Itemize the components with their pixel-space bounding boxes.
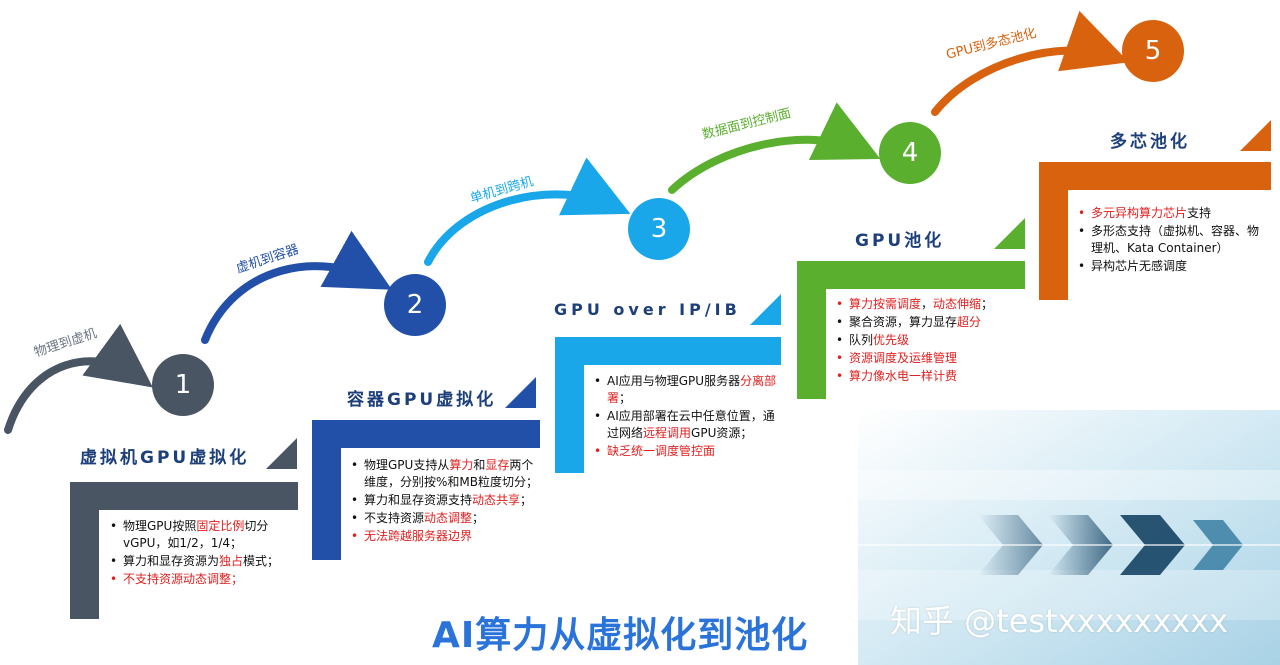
bullet-text: 支持 (1187, 206, 1212, 220)
bullet-text: 聚合资源，算力显存 (849, 315, 958, 329)
highlight-text: 动态调整 (424, 511, 473, 525)
stage-1-title: 虚拟机GPU虚拟化 (80, 448, 250, 468)
bullet-text: ； (520, 493, 533, 507)
highlight-text: 固定比例 (196, 519, 245, 533)
bullet-text: ， (921, 297, 934, 311)
stage-4-corner-triangle (994, 218, 1025, 249)
stage-1-bullet: 算力和显存资源为独占模式； (110, 553, 295, 570)
highlight-text: 资源调度及运维管理 (849, 351, 958, 365)
stage-4-bullets: 算力按需调度，动态伸缩；聚合资源，算力显存超分队列优先级资源调度及运维管理算力像… (836, 296, 1021, 386)
stage-3-number: 3 (628, 198, 690, 260)
stage-2-bullet: 算力和显存资源支持动态共享； (351, 492, 539, 509)
stage-3-bullets: AI应用与物理GPU服务器分离部署；AI应用部署在云中任意位置，通过网络远程调用… (594, 373, 779, 461)
stage-3-bullet: AI应用与物理GPU服务器分离部署； (594, 373, 779, 407)
stage-4-number: 4 (879, 122, 941, 184)
arrow-1 (4, 323, 153, 434)
bullet-text: 切分vGPU，如1/2，1/4； (123, 519, 269, 550)
highlight-text: 算力 (449, 458, 474, 472)
stage-4-title: GPU池化 (855, 231, 945, 251)
stage-4-bullet: 队列优先级 (836, 332, 1021, 349)
stage-5-bullet: 异构芯片无感调度 (1078, 258, 1268, 275)
stage-5-bullet: 多元异构算力芯片支持 (1078, 205, 1268, 222)
stage-2-bullet: 物理GPU支持从算力和显存两个维度，分别按%和MB粒度切分； (351, 457, 539, 491)
highlight-text: 优先级 (873, 333, 910, 347)
bullet-text: 算力和显存资源为 (123, 554, 220, 568)
stage-3-bullet: 缺乏统一调度管控面 (594, 443, 779, 460)
stage-5-bullets: 多元异构算力芯片支持多形态支持（虚拟机、容器、物理机、Kata Containe… (1078, 205, 1268, 276)
stage-3-title: GPU over IP/IB (554, 300, 741, 319)
stage-4-bullet: 聚合资源，算力显存超分 (836, 314, 1021, 331)
bullet-text: ； (619, 391, 632, 405)
bullet-text: 不支持资源 (364, 511, 425, 525)
stage-5-title: 多芯池化 (1110, 132, 1190, 152)
stage-4-bullet: 算力按需调度，动态伸缩； (836, 296, 1021, 313)
bullet-text: ； (472, 511, 485, 525)
highlight-text: 超分 (957, 315, 982, 329)
stage-1-corner-triangle (266, 438, 297, 469)
highlight-text: 多元异构算力芯片 (1091, 206, 1188, 220)
bullet-text: GPU资源； (691, 426, 753, 440)
bullet-text: ； (981, 297, 994, 311)
stage-1-bullet: 物理GPU按照固定比例切分vGPU，如1/2，1/4； (110, 518, 295, 552)
watermark: 知乎 @testxxxxxxxxx (890, 602, 1229, 640)
bullet-text: 模式； (243, 554, 280, 568)
highlight-text: 动态共享 (472, 493, 521, 507)
bullet-text: 和 (473, 458, 486, 472)
bullet-text: 异构芯片无感调度 (1091, 259, 1188, 273)
stage-2-number: 2 (384, 274, 446, 336)
stage-5-number: 5 (1122, 20, 1184, 82)
bullet-text: 队列 (849, 333, 874, 347)
stage-1-number: 1 (152, 354, 214, 416)
bullet-text: 算力和显存资源支持 (364, 493, 473, 507)
background-arrows-image (858, 410, 1280, 665)
stage-2-bullets: 物理GPU支持从算力和显存两个维度，分别按%和MB粒度切分；算力和显存资源支持动… (351, 457, 539, 546)
bullet-text: 物理GPU支持从 (364, 458, 450, 472)
stage-4-bullet: 资源调度及运维管理 (836, 350, 1021, 367)
highlight-text: 远程调用 (643, 426, 692, 440)
highlight-text: 显存 (485, 458, 510, 472)
bullet-text: AI应用部署在云中任意位置，通过网络 (607, 409, 775, 440)
highlight-text: 缺乏统一调度管控面 (607, 444, 716, 458)
stage-3-corner-triangle (750, 294, 781, 325)
bullet-text: AI应用与物理GPU服务器 (607, 374, 741, 388)
highlight-text: 不支持资源动态调整； (123, 572, 244, 586)
bullet-text: 物理GPU按照 (123, 519, 197, 533)
highlight-text: 无法跨越服务器边界 (364, 529, 473, 543)
highlight-text: 独占 (219, 554, 244, 568)
highlight-text: 动态伸缩 (933, 297, 982, 311)
stage-2-corner-triangle (505, 377, 536, 408)
arrow-3 (424, 157, 631, 266)
stage-5-bullet: 多形态支持（虚拟机、容器、物理机、Kata Container） (1078, 223, 1268, 257)
stage-1-bullet: 不支持资源动态调整； (110, 571, 295, 588)
stage-1-bullets: 物理GPU按照固定比例切分vGPU，如1/2，1/4；算力和显存资源为独占模式；… (110, 518, 295, 589)
stage-2-title: 容器GPU虚拟化 (347, 390, 497, 410)
stage-3-bullet: AI应用部署在云中任意位置，通过网络远程调用GPU资源； (594, 408, 779, 442)
arrow-4 (668, 102, 881, 194)
arrow-2 (201, 230, 393, 344)
stage-5-corner-triangle (1240, 120, 1271, 151)
highlight-text: 分离部署 (607, 374, 777, 405)
arrow-5 (931, 10, 1130, 116)
bullet-text: 两个维度，分别按%和MB粒度切分； (364, 458, 538, 489)
highlight-text: 算力像水电一样计费 (849, 369, 958, 383)
bullet-text: 多形态支持（虚拟机、容器、物理机、Kata Container） (1091, 224, 1260, 255)
stage-2-bullet: 无法跨越服务器边界 (351, 528, 539, 545)
stage-4-bullet: 算力像水电一样计费 (836, 368, 1021, 385)
highlight-text: 算力按需调度 (849, 297, 922, 311)
main-title: AI算力从虚拟化到池化 (432, 615, 809, 656)
stage-2-bullet: 不支持资源动态调整； (351, 510, 539, 527)
